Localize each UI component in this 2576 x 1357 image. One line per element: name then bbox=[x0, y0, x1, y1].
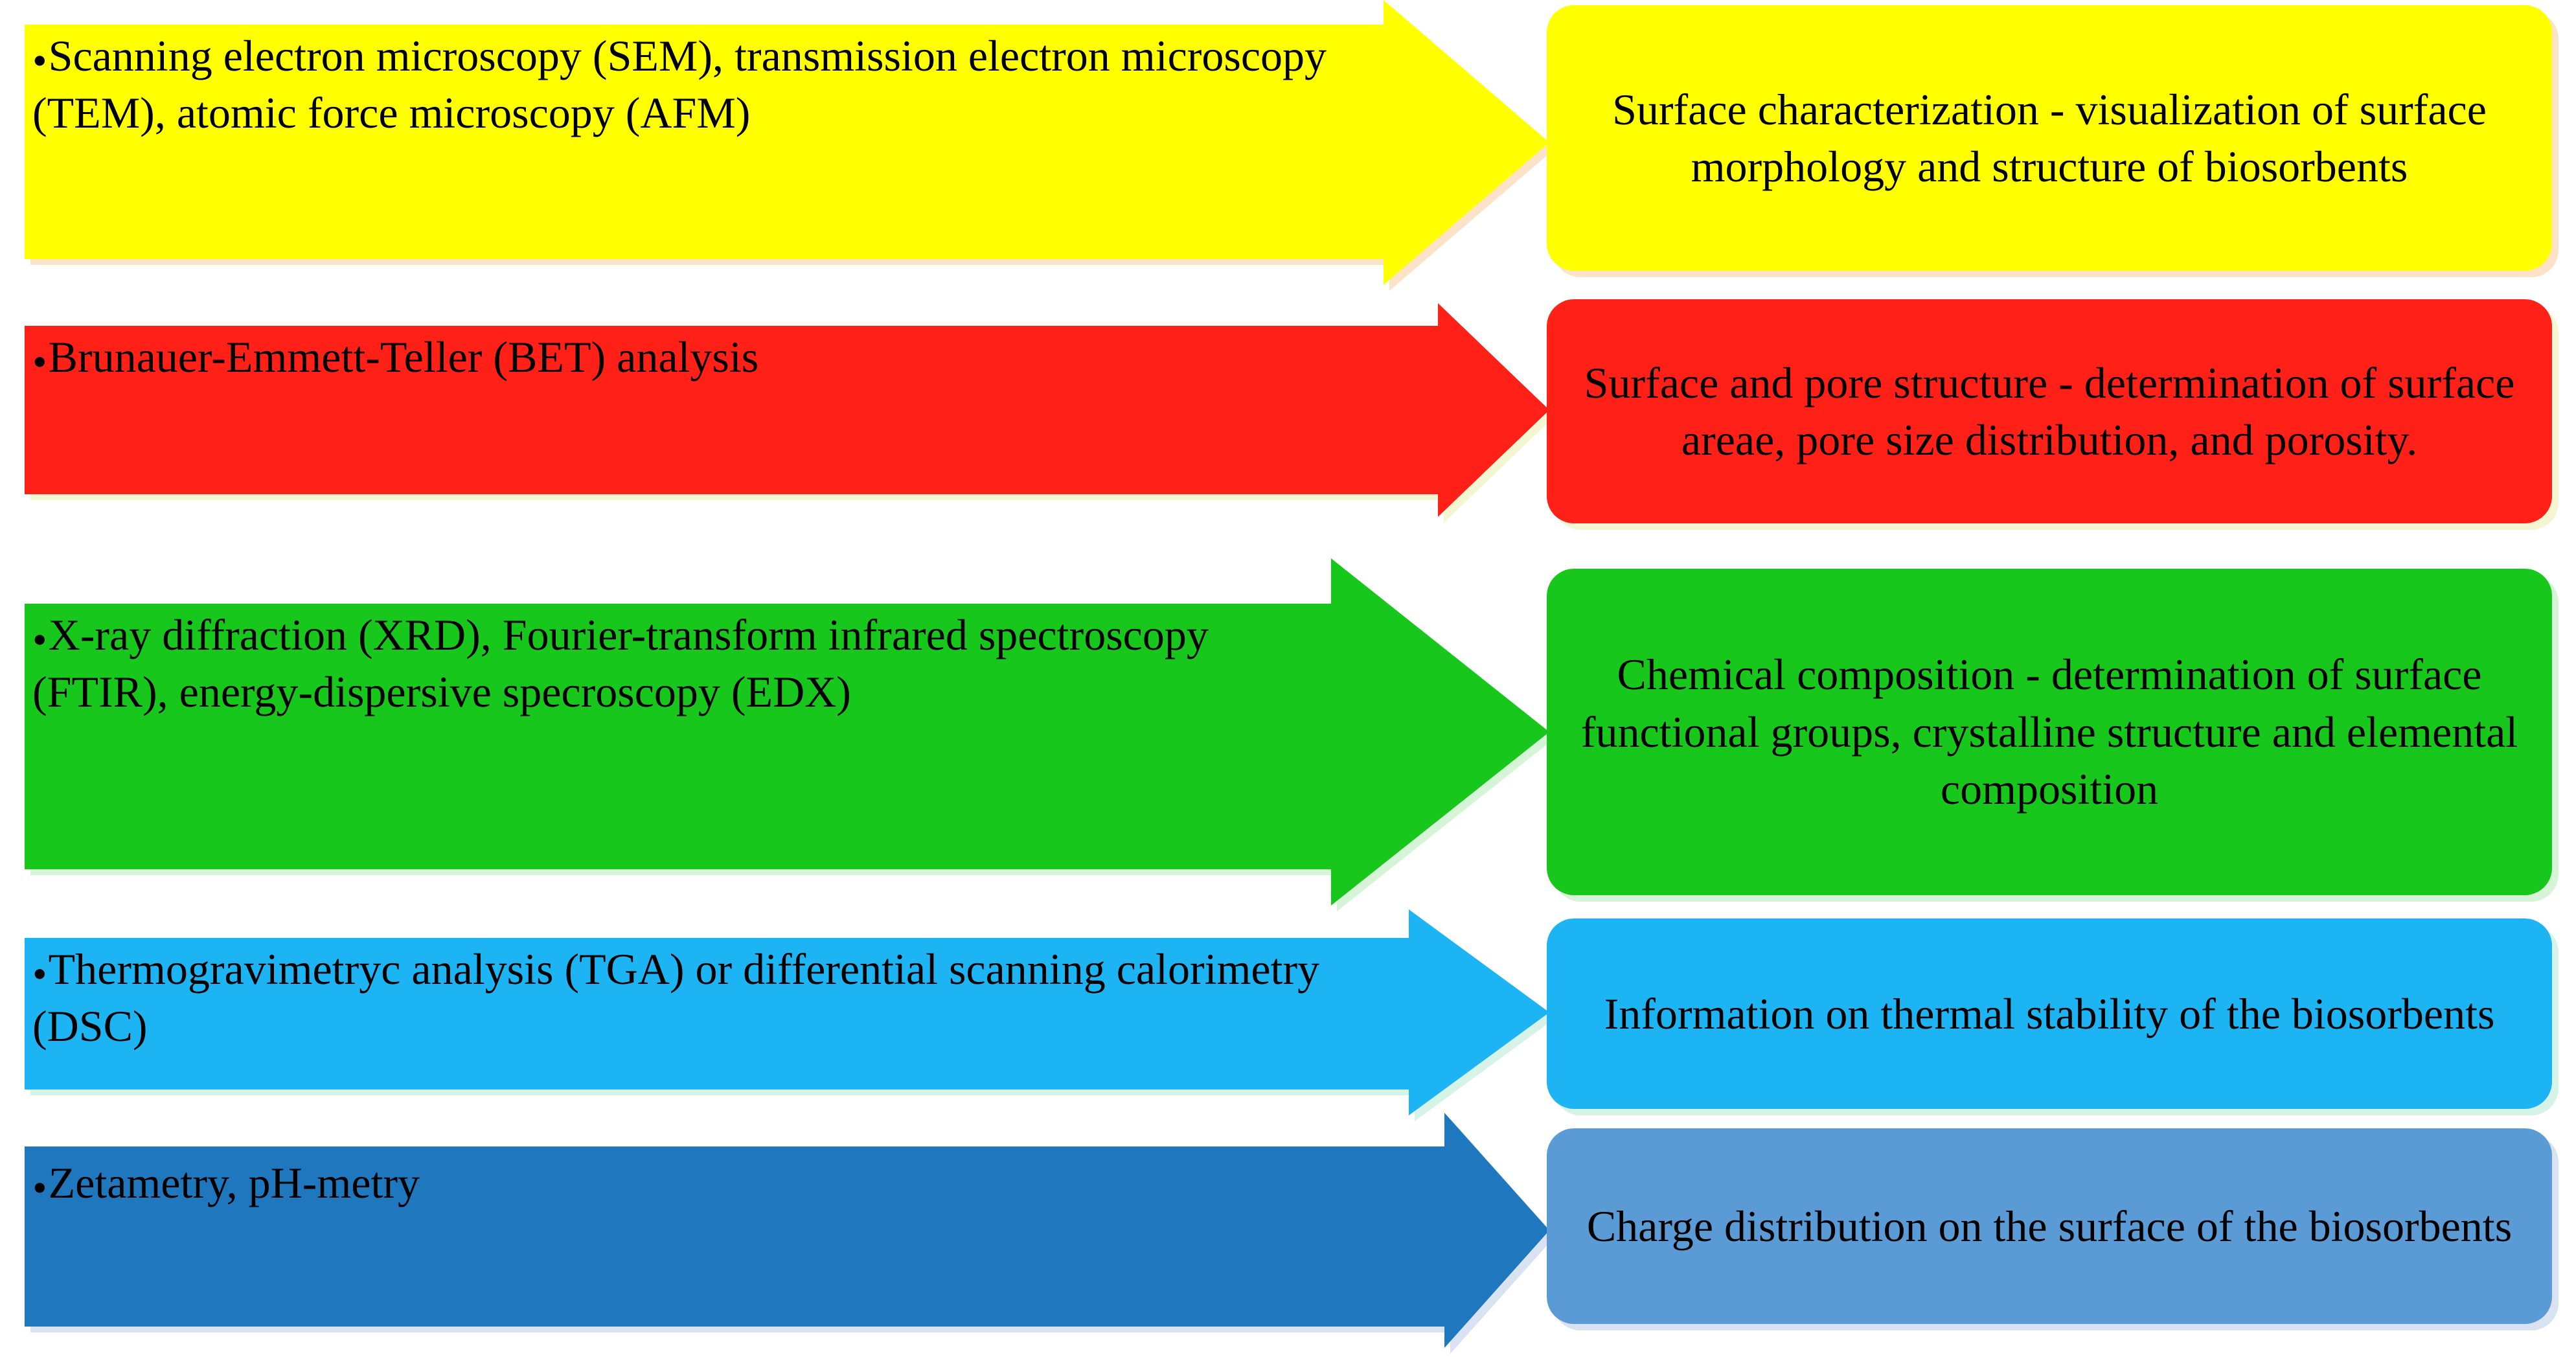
arrow-shape-row-bet bbox=[25, 303, 1555, 523]
arrow-row-xrd-ftir-edx[interactable] bbox=[0, 558, 1558, 911]
outcome-box-row-zetametry[interactable] bbox=[1547, 1128, 2559, 1330]
arrow-shape-row-zetametry bbox=[25, 1113, 1555, 1354]
outcome-box-row-tga-dsc[interactable] bbox=[1547, 918, 2559, 1115]
arrow-row-bet[interactable] bbox=[0, 303, 1558, 523]
arrow-label-text-row-xrd-ftir-edx: X-ray diffraction (XRD), Fourier-transfo… bbox=[32, 610, 1209, 717]
arrow-label-text-row-bet: Brunauer-Emmett-Teller (BET) analysis bbox=[48, 332, 759, 382]
outcome-label-row-bet: Surface and pore structure - determinati… bbox=[1584, 358, 2515, 464]
arrow-row-sem-tem-afm[interactable] bbox=[0, 0, 1558, 291]
arrow-label-text-row-tga-dsc: Thermogravimetryc analysis (TGA) or diff… bbox=[32, 944, 1320, 1051]
arrow-label-row-xrd-ftir-edx: •X-ray diffraction (XRD), Fourier-transf… bbox=[32, 610, 1209, 717]
outcome-label-row-sem-tem-afm: Surface characterization - visualization… bbox=[1612, 84, 2487, 191]
arrow-label-row-zetametry: •Zetametry, pH-metry bbox=[32, 1158, 420, 1211]
arrow-row-tga-dsc[interactable] bbox=[0, 909, 1558, 1121]
arrow-shape-row-tga-dsc bbox=[25, 909, 1555, 1121]
arrow-label-text-row-zetametry: Zetametry, pH-metry bbox=[48, 1158, 420, 1207]
outcome-box-row-sem-tem-afm[interactable] bbox=[1547, 5, 2559, 277]
outcome-box-shape-row-xrd-ftir-edx bbox=[1547, 569, 2559, 902]
outcome-label-row-tga-dsc: Information on thermal stability of the … bbox=[1604, 988, 2495, 1038]
outcome-label-row-xrd-ftir-edx: Chemical composition - determination of … bbox=[1580, 650, 2518, 814]
outcome-box-row-xrd-ftir-edx[interactable] bbox=[1547, 569, 2559, 902]
outcome-box-shape-row-sem-tem-afm bbox=[1547, 5, 2559, 277]
outcome-box-shape-row-bet bbox=[1547, 299, 2559, 530]
arrow-label-row-sem-tem-afm: •Scanning electron microscopy (SEM), tra… bbox=[32, 31, 1327, 138]
arrow-label-text-row-sem-tem-afm: Scanning electron microscopy (SEM), tran… bbox=[32, 31, 1327, 138]
outcome-label-row-zetametry: Charge distribution on the surface of th… bbox=[1586, 1201, 2513, 1251]
arrow-label-row-bet: •Brunauer-Emmett-Teller (BET) analysis bbox=[32, 332, 759, 385]
outcome-box-row-bet[interactable] bbox=[1547, 299, 2559, 530]
arrow-label-row-tga-dsc: •Thermogravimetryc analysis (TGA) or dif… bbox=[32, 944, 1320, 1051]
outcome-box-shape-row-zetametry bbox=[1547, 1128, 2559, 1330]
outcome-box-shape-row-tga-dsc bbox=[1547, 918, 2559, 1115]
arrow-shape-row-xrd-ftir-edx bbox=[25, 558, 1555, 911]
arrow-row-zetametry[interactable] bbox=[0, 1113, 1558, 1354]
arrow-shape-row-sem-tem-afm bbox=[25, 0, 1555, 291]
